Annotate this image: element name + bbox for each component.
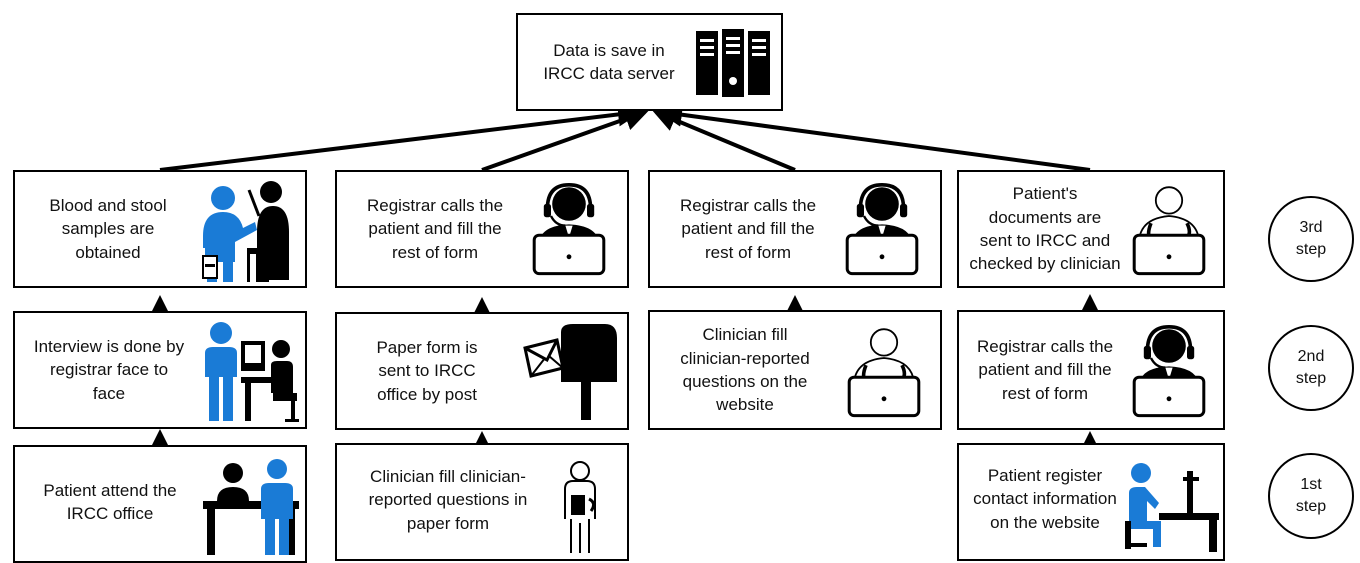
col1-step3-box: Blood and stool samples are obtained — [13, 170, 307, 288]
col4-step3-box: Patient's documents are sent to IRCC and… — [957, 170, 1225, 288]
col4-step1-label: Patient register contact information on … — [973, 465, 1117, 532]
interview-icon — [205, 322, 299, 422]
doctor-laptop-icon — [842, 322, 926, 418]
arrow-col1-to-server — [159, 102, 642, 172]
col2-step2-box: Paper form is sent to IRCC office by pos… — [335, 312, 629, 430]
step-1st: 1st step — [1268, 453, 1354, 539]
step-2nd: 2nd step — [1268, 325, 1354, 411]
arrow-col4-to-server — [658, 102, 1091, 172]
col1-step1-box: Patient attend the IRCC office — [13, 445, 307, 563]
col2-step1-box: Clinician fill clinician- reported quest… — [335, 443, 629, 561]
col3-step3-label: Registrar calls the patient and fill the… — [679, 195, 817, 262]
step-3rd: 3rd step — [1268, 196, 1354, 282]
col4-step1-box: Patient register contact information on … — [957, 443, 1225, 561]
call-center-laptop-icon — [840, 180, 924, 276]
call-center-laptop-icon — [1127, 322, 1211, 418]
col2-step1-label: Clinician fill clinician- reported quest… — [368, 466, 528, 533]
blood-sample-icon — [202, 181, 289, 282]
reception-desk-icon — [203, 459, 299, 555]
col1-step2-box: Interview is done by registrar face to f… — [13, 311, 307, 429]
col2-step3-label: Registrar calls the patient and fill the… — [366, 195, 504, 262]
col1-step2-label: Interview is done by registrar face to f… — [33, 336, 185, 403]
col2-step3-box: Registrar calls the patient and fill the… — [335, 170, 629, 288]
col2-step2-label: Paper form is sent to IRCC office by pos… — [376, 337, 478, 404]
arrow-col2-to-server — [481, 107, 649, 172]
col4-step2-label: Registrar calls the patient and fill the… — [976, 336, 1114, 403]
col3-step2-box: Clinician fill clinician-reported questi… — [648, 310, 942, 430]
col4-step2-box: Registrar calls the patient and fill the… — [957, 310, 1225, 430]
col4-step3-label: Patient's documents are sent to IRCC and… — [969, 184, 1121, 274]
server-icon — [696, 29, 770, 97]
clinician-clipboard-icon — [564, 461, 596, 553]
mailbox-icon — [523, 324, 617, 420]
doctor-laptop-icon — [1127, 180, 1211, 276]
col1-step3-label: Blood and stool samples are obtained — [49, 195, 167, 262]
server-box: Data is save in IRCC data server — [516, 13, 783, 111]
col3-step3-box: Registrar calls the patient and fill the… — [648, 170, 942, 288]
server-label: Data is save in IRCC data server — [543, 40, 675, 83]
col3-step2-label: Clinician fill clinician-reported questi… — [680, 325, 810, 415]
col1-step1-label: Patient attend the IRCC office — [43, 480, 177, 523]
user-at-computer-icon — [1125, 463, 1219, 552]
call-center-laptop-icon — [527, 180, 611, 276]
